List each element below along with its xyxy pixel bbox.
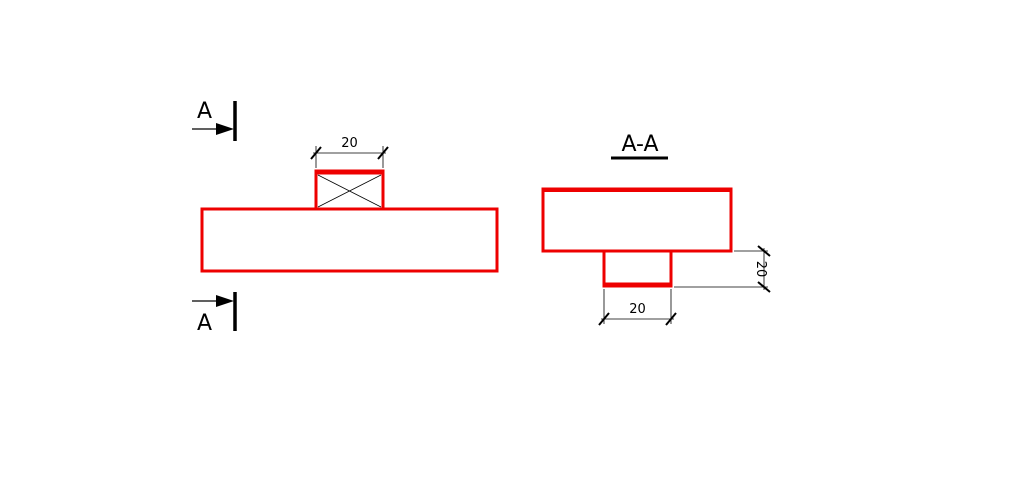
dimension-tick: [310, 146, 322, 160]
section-letter-top: A: [197, 99, 212, 124]
section-view-width-dimension: 20: [598, 289, 677, 326]
section-view-boss: [602, 249, 673, 288]
section-marker-top: A: [192, 99, 237, 141]
dimension-tick: [377, 146, 389, 160]
front-view: 20: [200, 136, 499, 273]
dimension-tick: [757, 281, 771, 293]
dimension-text: 20: [629, 302, 646, 317]
front-view-width-dimension: 20: [310, 136, 389, 168]
front-view-main-body: [200, 207, 499, 273]
section-marker-bottom: A: [192, 292, 237, 336]
dimension-tick: [757, 245, 771, 257]
section-view-title: A-A: [621, 132, 658, 157]
dimension-tick: [598, 312, 610, 326]
section-view-main-body: [541, 187, 733, 253]
section-view-height-dimension: 20: [674, 245, 771, 293]
section-letter-bottom: A: [197, 311, 212, 336]
section-arrow-head-bottom: [216, 295, 234, 307]
section-arrow-head-top: [216, 123, 234, 135]
section-view: A-A 20 20: [541, 132, 771, 326]
dimension-text: 20: [753, 261, 768, 278]
dimension-tick: [665, 312, 677, 326]
dimension-text: 20: [341, 136, 358, 151]
front-view-boss-cross-line: [317, 174, 382, 208]
